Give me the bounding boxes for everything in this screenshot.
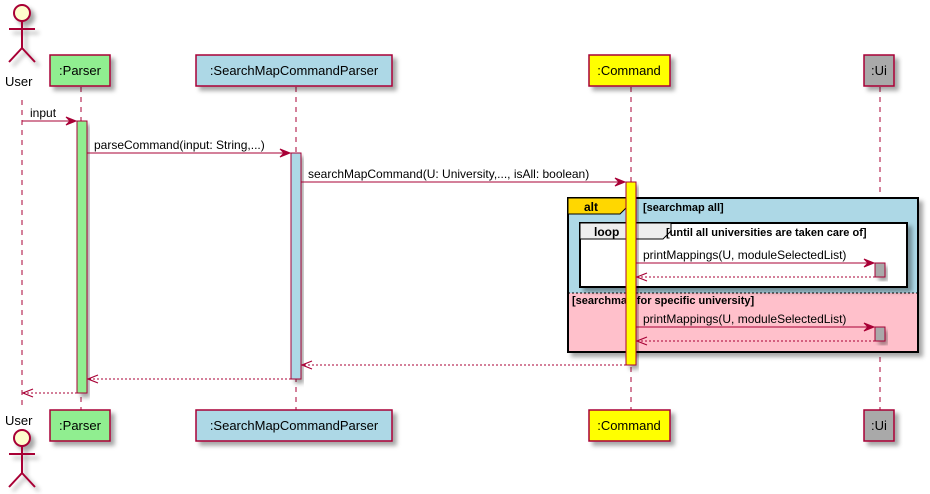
participant-parser-label: :Parser — [59, 418, 102, 433]
participant-ui-top: :Ui — [863, 54, 895, 87]
arrowhead-right-icon — [65, 116, 78, 126]
alt-guard: [searchmap all] — [643, 202, 724, 214]
participant-command-top: :Command — [588, 54, 671, 87]
participant-parser-top: :Parser — [49, 54, 111, 87]
participant-parser-label: :Parser — [59, 63, 102, 78]
actor-user-label-bottom: User — [5, 413, 33, 428]
activation-command — [625, 181, 637, 366]
participant-parser-bottom: :Parser — [49, 409, 111, 442]
participant-smcp-label: :SearchMapCommandParser — [210, 63, 379, 78]
participant-command-label: :Command — [597, 418, 661, 433]
activation-ui-loop — [874, 262, 886, 278]
arrowhead-right-icon — [863, 258, 876, 268]
message-label-parsecommand: parseCommand(input: String,...) — [94, 138, 265, 152]
arrowhead-right-icon — [863, 322, 876, 332]
participant-smcp-top: :SearchMapCommandParser — [195, 54, 393, 87]
participant-smcp-label: :SearchMapCommandParser — [210, 418, 379, 433]
participant-command-bottom: :Command — [588, 409, 671, 442]
loop-keyword: loop — [594, 225, 619, 239]
arrowhead-right-icon — [279, 148, 292, 158]
loop-guard: [until all universities are taken care o… — [666, 227, 867, 239]
message-label-printmappings-loop: printMappings(U, moduleSelectedList) — [643, 248, 846, 262]
actor-head-icon — [13, 4, 31, 22]
activation-ui-else — [874, 326, 886, 342]
activation-smcp — [290, 152, 302, 380]
actor-user-top — [8, 4, 36, 63]
participant-ui-bottom: :Ui — [863, 409, 895, 442]
participant-ui-label: :Ui — [871, 63, 887, 78]
arrowhead-left-open-icon — [21, 388, 34, 398]
actor-head-icon — [13, 429, 31, 447]
message-label-searchmapcommand: searchMapCommand(U: University,..., isAl… — [308, 167, 589, 181]
arrowhead-right-icon — [614, 177, 627, 187]
arrowhead-left-open-icon — [300, 360, 313, 370]
participant-command-label: :Command — [597, 63, 661, 78]
alt-tab — [567, 197, 629, 215]
arrowhead-left-open-icon — [635, 272, 648, 282]
message-label-printmappings-else: printMappings(U, moduleSelectedList) — [643, 312, 846, 326]
alt-keyword: alt — [584, 200, 598, 214]
else-guard: [searchmap for specific university] — [572, 295, 755, 307]
message-label-input: input — [30, 106, 57, 120]
activation-parser — [76, 120, 88, 394]
arrowhead-left-open-icon — [635, 336, 648, 346]
actor-user-label-top: User — [5, 74, 33, 89]
participant-ui-label: :Ui — [871, 418, 887, 433]
actor-user-bottom — [8, 429, 36, 488]
participant-smcp-bottom: :SearchMapCommandParser — [195, 409, 393, 442]
arrowhead-left-open-icon — [86, 374, 99, 384]
